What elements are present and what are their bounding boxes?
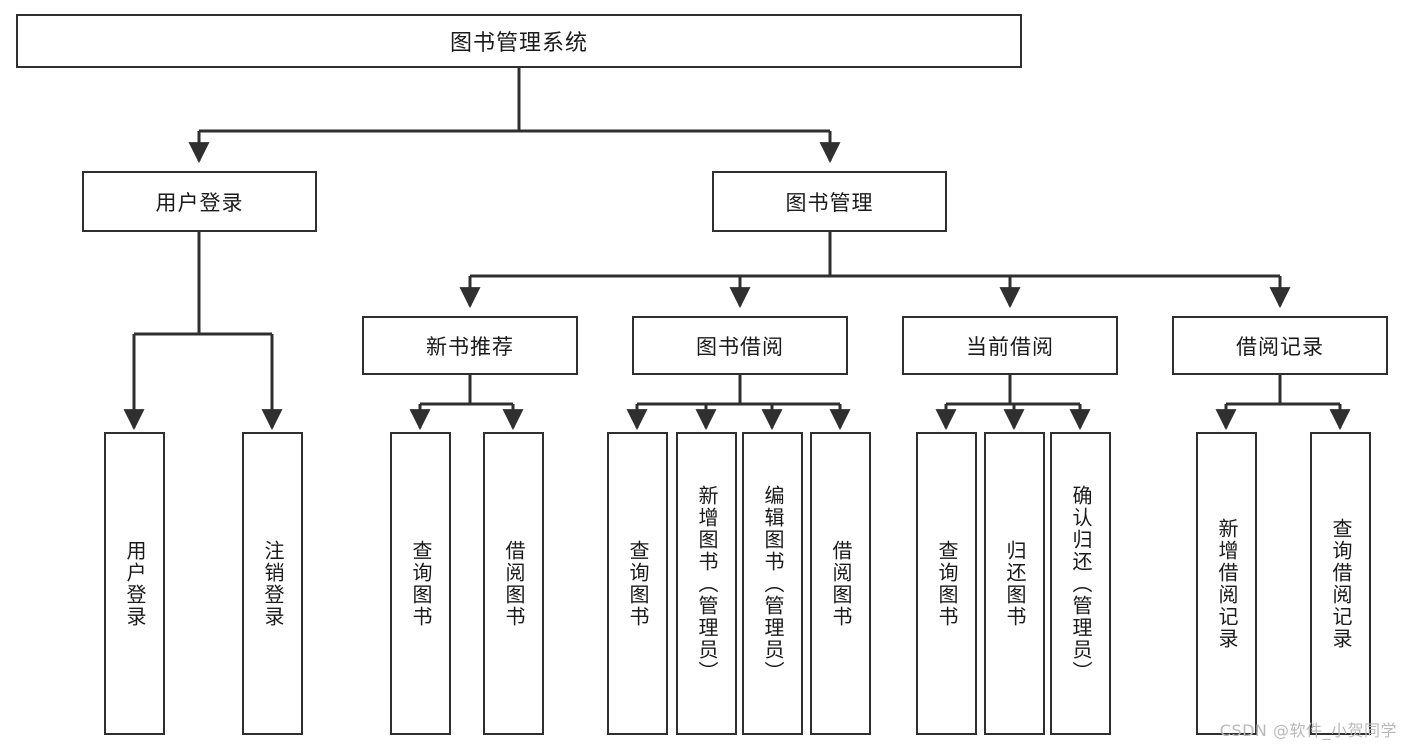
node-leaf-confirm-return[interactable]: 确认归还（管理员）	[1050, 432, 1111, 735]
node-user-login[interactable]: 用户登录	[82, 171, 317, 232]
node-leaf-query-book-1[interactable]: 查询图书	[390, 432, 451, 735]
node-label: 查询图书	[935, 539, 959, 628]
node-label: 借阅图书	[829, 539, 853, 628]
node-book-management[interactable]: 图书管理	[712, 171, 947, 232]
node-borrow-record[interactable]: 借阅记录	[1172, 316, 1388, 375]
node-label: 编辑图书（管理员）	[761, 484, 785, 683]
node-leaf-add-borrow-record[interactable]: 新增借阅记录	[1196, 432, 1257, 735]
node-label: 用户登录	[123, 539, 147, 628]
node-root-book-management-system[interactable]: 图书管理系统	[16, 14, 1022, 68]
node-leaf-query-book-2[interactable]: 查询图书	[607, 432, 668, 735]
node-label: 新书推荐	[426, 334, 514, 359]
node-label: 新增借阅记录	[1215, 517, 1239, 650]
node-new-book-recommend[interactable]: 新书推荐	[362, 316, 578, 375]
node-label: 查询图书	[409, 539, 433, 628]
node-current-borrow[interactable]: 当前借阅	[902, 316, 1118, 375]
node-label: 借阅记录	[1236, 334, 1324, 359]
node-label: 归还图书	[1003, 539, 1027, 628]
node-leaf-logout-login[interactable]: 注销登录	[242, 432, 303, 735]
node-label: 用户登录	[155, 190, 244, 215]
node-leaf-user-login[interactable]: 用户登录	[104, 432, 165, 735]
node-leaf-add-book[interactable]: 新增图书（管理员）	[676, 432, 737, 735]
node-label: 注销登录	[261, 539, 285, 628]
node-leaf-return-book[interactable]: 归还图书	[984, 432, 1045, 735]
node-label: 借阅图书	[502, 539, 526, 628]
node-leaf-borrow-book-1[interactable]: 借阅图书	[483, 432, 544, 735]
node-leaf-edit-book[interactable]: 编辑图书（管理员）	[742, 432, 803, 735]
node-label: 确认归还（管理员）	[1069, 484, 1093, 683]
node-label: 图书借阅	[696, 334, 784, 359]
node-leaf-query-borrow-record[interactable]: 查询借阅记录	[1310, 432, 1371, 735]
node-label: 新增图书（管理员）	[695, 484, 719, 683]
watermark-text: CSDN @软件_小贺同学	[1219, 721, 1397, 740]
node-label: 图书管理	[785, 190, 874, 215]
node-book-borrow[interactable]: 图书借阅	[632, 316, 848, 375]
node-leaf-query-book-3[interactable]: 查询图书	[916, 432, 977, 735]
node-label: 当前借阅	[966, 334, 1054, 359]
node-label: 查询图书	[626, 539, 650, 628]
node-label: 图书管理系统	[449, 31, 588, 56]
node-label: 查询借阅记录	[1329, 517, 1353, 650]
node-leaf-borrow-book-2[interactable]: 借阅图书	[810, 432, 871, 735]
